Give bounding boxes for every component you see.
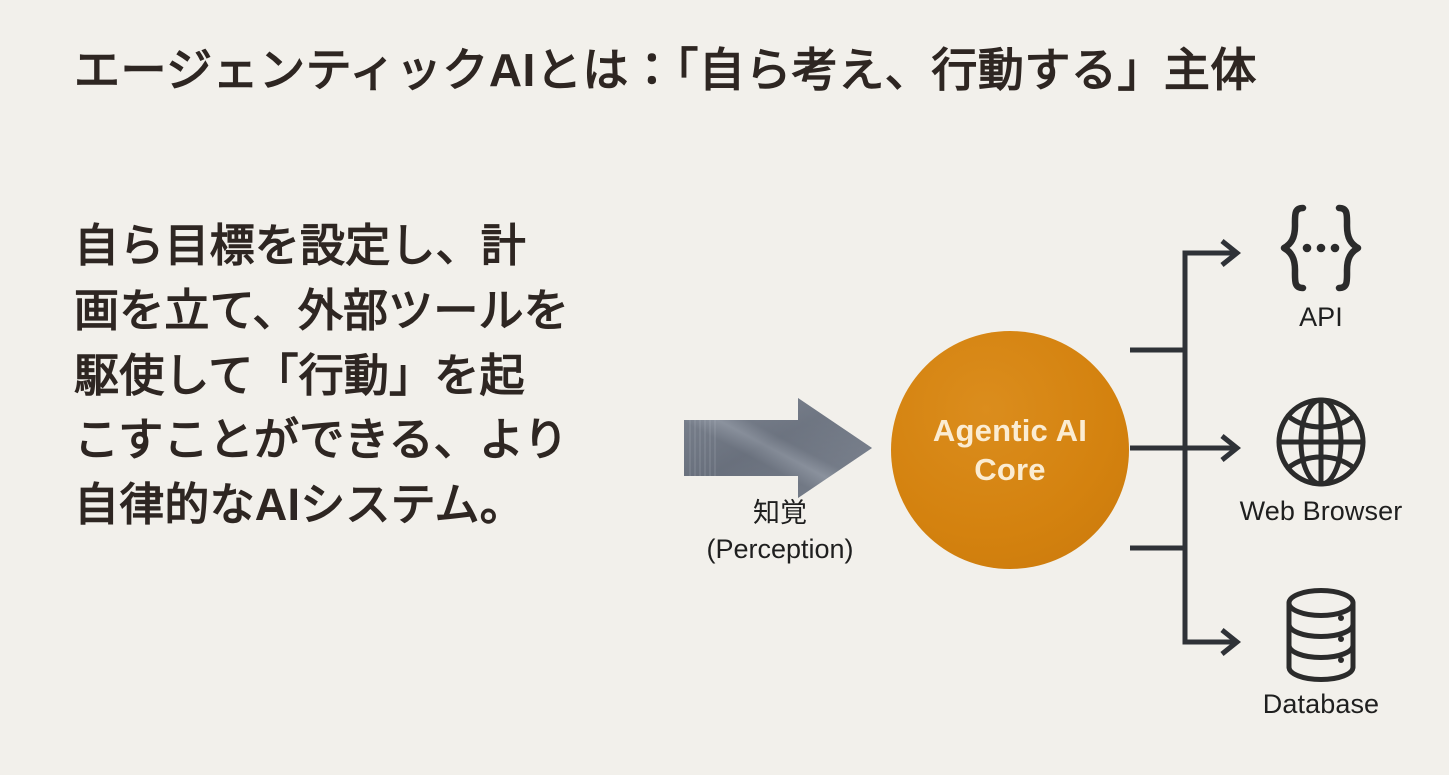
arrowhead-api bbox=[1220, 239, 1242, 267]
core-label-line-1: Agentic AI bbox=[932, 412, 1088, 448]
body-line-1: 自ら目標を設定し、計 bbox=[74, 220, 527, 271]
tool-node-api[interactable]: API bbox=[1226, 196, 1416, 333]
agentic-ai-core-node[interactable]: Agentic AI Core bbox=[891, 331, 1129, 569]
tool-node-database[interactable]: Database bbox=[1226, 583, 1416, 720]
core-label-line-2: Core bbox=[974, 452, 1046, 487]
tool-label-browser: Web Browser bbox=[1239, 496, 1403, 526]
core-label: Agentic AI Core bbox=[933, 411, 1087, 490]
tool-label-database: Database bbox=[1262, 689, 1380, 719]
tool-label-api: API bbox=[1299, 302, 1343, 332]
perception-label-jp: 知覚 bbox=[753, 498, 807, 528]
perception-label-en: (Perception) bbox=[706, 534, 854, 565]
body-line-3: 駆使して「行動」を起 bbox=[74, 349, 525, 401]
arrowhead-browser bbox=[1220, 434, 1242, 462]
body-line-5: 自律的なAIシステム。 bbox=[74, 479, 525, 531]
globe-icon bbox=[1226, 390, 1416, 494]
body-line-4: こすことができる、より bbox=[74, 414, 569, 466]
connector-to-database bbox=[1130, 347, 1235, 645]
body-paragraph: 自ら目標を設定し、計 画を立て、外部ツールを 駆使して「行動」を起 こすことがで… bbox=[74, 214, 674, 538]
body-line-2: 画を立て、外部ツールを bbox=[74, 284, 569, 336]
database-icon bbox=[1226, 583, 1416, 687]
curly-braces-icon bbox=[1226, 196, 1416, 300]
tool-node-browser[interactable]: Web Browser bbox=[1226, 390, 1416, 527]
right-arrow-icon bbox=[684, 398, 872, 498]
connector-lines bbox=[1130, 239, 1242, 656]
perception-label: 知覚 (Perception) bbox=[660, 495, 900, 568]
arrowhead-database bbox=[1220, 628, 1242, 656]
page-title: エージェンティックAIとは：「自ら考え、行動する」主体 bbox=[74, 44, 1257, 96]
